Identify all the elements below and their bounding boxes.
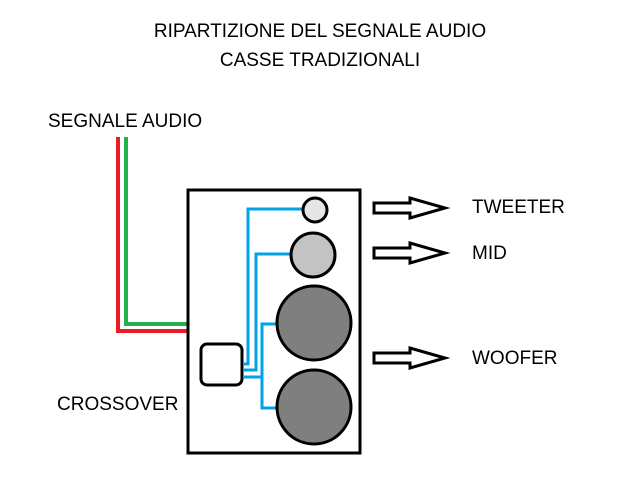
right-arrow-icon	[372, 346, 451, 370]
tweeter-label: TWEETER	[472, 197, 565, 218]
signal-label: SEGNALE AUDIO	[48, 111, 203, 132]
diagram-title-line2: CASSE TRADIZIONALI	[219, 50, 421, 71]
crossover-box	[199, 342, 244, 387]
tweeter-driver	[301, 196, 329, 224]
woofer-driver-top	[275, 284, 353, 362]
diagram-title-line1: RIPARTIZIONE DEL SEGNALE AUDIO	[153, 21, 487, 42]
right-arrow-icon	[372, 241, 451, 265]
wire-to-tweeter	[244, 207, 302, 366]
woofer-label: WOOFER	[472, 348, 558, 369]
wire-to-mid	[244, 252, 291, 372]
right-arrow-icon	[372, 196, 451, 220]
crossover-label: CROSSOVER	[57, 394, 179, 415]
wire-to-woofer-bottom	[244, 375, 278, 410]
woofer-driver-bottom	[275, 368, 353, 446]
mid-driver	[289, 231, 337, 279]
mid-label: MID	[472, 243, 507, 264]
